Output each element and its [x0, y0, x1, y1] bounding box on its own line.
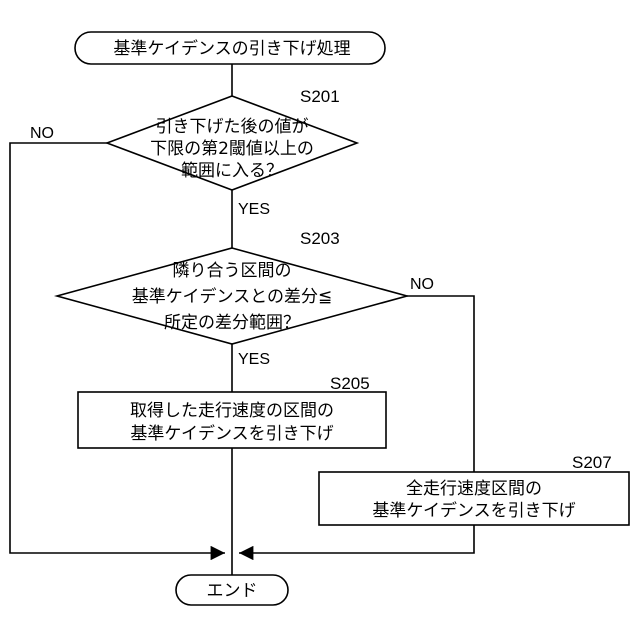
s201-yes-label: YES — [238, 201, 270, 218]
s201-text-line-2: 下限の第2閾値以上の — [150, 139, 314, 159]
start-label: 基準ケイデンスの引き下げ処理 — [113, 38, 350, 59]
s203-yes-label: YES — [238, 351, 270, 368]
connector-s207-to-merge — [239, 525, 474, 553]
connector-s203-no — [407, 296, 474, 472]
s201-no-label: NO — [30, 125, 54, 142]
s201-text-line-3: 範囲に入る？ — [181, 161, 283, 181]
s207-step-label: S207 — [572, 453, 612, 472]
s201-text-line-1: 引き下げた後の値が — [156, 117, 309, 137]
s205-step-label: S205 — [330, 374, 370, 393]
end-label: エンド — [207, 581, 258, 601]
s207-text-line-2: 基準ケイデンスを引き下げ — [372, 500, 575, 521]
s207-text-line-1: 全走行速度区間の — [406, 479, 542, 499]
s205-text-line-1: 取得した走行速度の区間の — [130, 401, 334, 421]
s203-text-line-2: 基準ケイデンスとの差分≦ — [132, 286, 332, 307]
s203-no-label: NO — [410, 276, 434, 293]
s203-text-line-3: 所定の差分範囲？ — [164, 313, 300, 333]
s203-step-label: S203 — [300, 229, 340, 248]
s203-text-line-1: 隣り合う区間の — [173, 261, 292, 281]
s201-step-label: S201 — [300, 87, 340, 106]
s205-text-line-2: 基準ケイデンスを引き下げ — [130, 423, 333, 444]
connector-s201-no — [10, 143, 225, 553]
